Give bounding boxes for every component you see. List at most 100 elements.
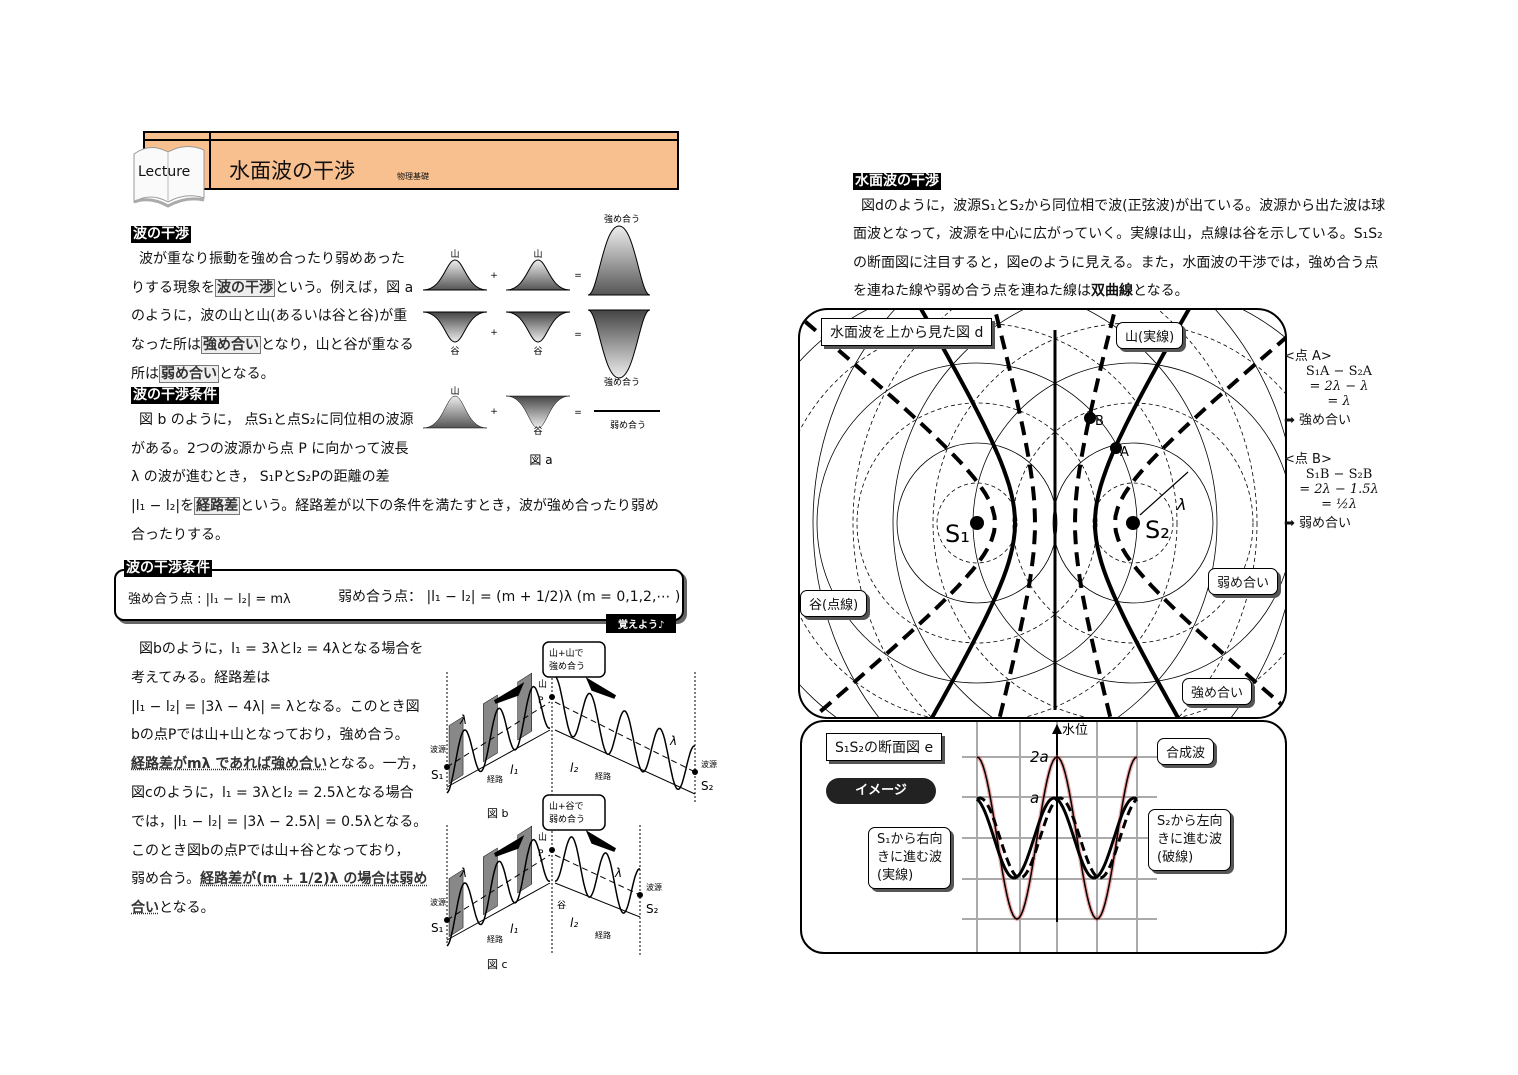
note-head: <点 A> [1284, 349, 1332, 364]
callout-line: S₁から右向 [877, 832, 943, 847]
text-line: |l₁ − l₂|を経路差という。経路差が以下の条件を満たすとき，波が強め合った… [131, 497, 659, 516]
composite-callout: 合成波 [1157, 738, 1215, 765]
s2-label: S₂ [701, 779, 714, 793]
source-label: 波源 [430, 744, 446, 754]
peak-label: 山 [538, 679, 547, 690]
text-line: 図 b のように， 点S₁と点S₂に同位相の波源 [139, 412, 414, 428]
point-label: P [538, 696, 544, 706]
text-line: を連ねた線や弱め合う点を連ねた線は双曲線となる。 [853, 282, 1189, 300]
strong-condition: 強め合う点 : |l₁ − l₂| = mλ [128, 592, 291, 607]
figure-caption: 図 c [487, 958, 508, 971]
s2-wave-callout: S₂から左向 きに進む波 (破線) [1148, 809, 1232, 871]
s1-label: S₁ [431, 768, 444, 782]
source-s2-dot [1126, 516, 1140, 530]
note-line: S₁A − S₂A [1305, 364, 1373, 379]
strong-label: 強め合う [604, 376, 640, 388]
wave-band [517, 672, 532, 741]
crest-label: 山 [450, 249, 459, 260]
text-span: 弱め合う。 [131, 871, 201, 888]
wavefront [800, 322, 1178, 717]
travel-arrow-icon [493, 682, 525, 704]
memorize-tag: 覚えよう♪ [606, 614, 677, 633]
point-label: P [538, 849, 544, 859]
wavefront [812, 310, 895, 717]
point-a-label: A [1120, 445, 1129, 460]
figure-caption: 図 a [529, 453, 552, 467]
text-line: の断面図に注目すると，図eのように見える。また，水面波の干渉では，強め合う点 [853, 254, 1379, 271]
path-arrow [446, 882, 551, 941]
two-a-label: 2a [1030, 748, 1049, 766]
text-line: 図cのように，l₁ = 3λとl₂ = 2.5λとなる場合 [131, 785, 414, 801]
source-s1-dot [970, 516, 984, 530]
plus-sign: + [490, 271, 498, 281]
s2-label: S₂ [1145, 516, 1170, 544]
equals-sign: = [574, 408, 582, 418]
callout-text: 強め合う [549, 660, 585, 672]
hyperbola [919, 310, 1018, 717]
center-line [554, 854, 641, 896]
source-dot [444, 764, 450, 770]
point-notes: <点 A> S₁A − S₂A = 2λ − λ = λ ➡ 強め合い <点 B… [1284, 345, 1394, 531]
callout-text: 弱め合う [549, 813, 585, 825]
hyperbola [993, 310, 1038, 717]
source-dot [692, 769, 698, 775]
l1-label: l₁ [510, 922, 518, 936]
wavefront [892, 310, 1285, 717]
text-span: となる。 [159, 900, 215, 917]
composite-wave [976, 756, 1138, 920]
axis-arrow-icon [1052, 724, 1062, 734]
keyword: 強め合い [201, 336, 261, 355]
text-span: となり，山と谷が重なる [261, 337, 414, 354]
text-line: |l₁ − l₂| = |3λ − 4λ| = λとなる。このとき図 [131, 698, 420, 715]
weak-callout: 弱め合い [1208, 568, 1279, 595]
keyword: 合い [131, 900, 159, 917]
wave-band [483, 847, 498, 916]
center-line [554, 701, 696, 773]
text-line: 合いとなる。 [131, 899, 215, 917]
text-span: となる。 [1133, 283, 1189, 300]
image-cloud: イメージ [826, 778, 936, 804]
l1-label: l₁ [510, 763, 518, 777]
arrow-icon: ➡ [1284, 413, 1295, 428]
text-line: では，|l₁ − l₂| = |3λ − 2.5λ| = 0.5λとなる。 [131, 813, 428, 830]
book-icon: Lecture [130, 142, 208, 210]
text-span: りする現象を [131, 279, 215, 296]
lambda-label: λ [459, 713, 467, 727]
section-heading: 波の干渉 [131, 226, 191, 243]
lambda-label: λ [669, 734, 677, 748]
point-b-label: B [1095, 414, 1104, 429]
figure-caption: 図 b [487, 807, 508, 820]
wave-band [517, 825, 532, 894]
callout-line: (破線) [1157, 850, 1194, 865]
path-label: 経路 [487, 934, 503, 944]
trough-label: 谷 [450, 346, 459, 357]
keyword: 経路差がmλ であれば強め合い [131, 756, 328, 773]
wavefront [1012, 402, 1254, 644]
note-line: = 2λ − λ [1309, 379, 1369, 394]
page-title: 水面波の干渉 [229, 159, 355, 183]
equals-sign: = [574, 330, 582, 340]
text-span: |l₁ − l₂|を [131, 498, 195, 515]
l2-label: l₂ [570, 916, 578, 930]
note-line: = λ [1327, 394, 1351, 409]
lambda-label: λ [614, 866, 622, 880]
path-label: 経路 [595, 771, 611, 781]
text-line: 図dのように，波源S₁とS₂から同位相で波(正弦波)が出ている。波源から出た波は… [861, 198, 1386, 214]
text-line: 所は弱め合いとなる。 [131, 364, 275, 383]
path-arrow [554, 729, 696, 795]
condition-title: 波の干渉条件 [124, 560, 212, 577]
plus-sign: + [490, 407, 498, 417]
keyword: 波の干渉 [215, 278, 275, 297]
trough-label: 谷 [533, 426, 542, 437]
note-result: 弱め合い [1299, 516, 1352, 531]
callout-text: 山+山で [549, 648, 584, 659]
s2-label: S₂ [646, 902, 659, 916]
figure-d-title: 水面波を上から見た図 d [821, 318, 993, 346]
text-line: のように，波の山と山(あるいは谷と谷)が重 [131, 308, 408, 325]
strong-callout: 強め合い [1182, 678, 1253, 705]
strong-label: 強め合う [604, 213, 640, 225]
s1-label: S₁ [945, 520, 970, 548]
figure-e-title: S₁S₂の断面図 e [826, 733, 943, 761]
callout-line: きに進む波 [877, 850, 943, 865]
